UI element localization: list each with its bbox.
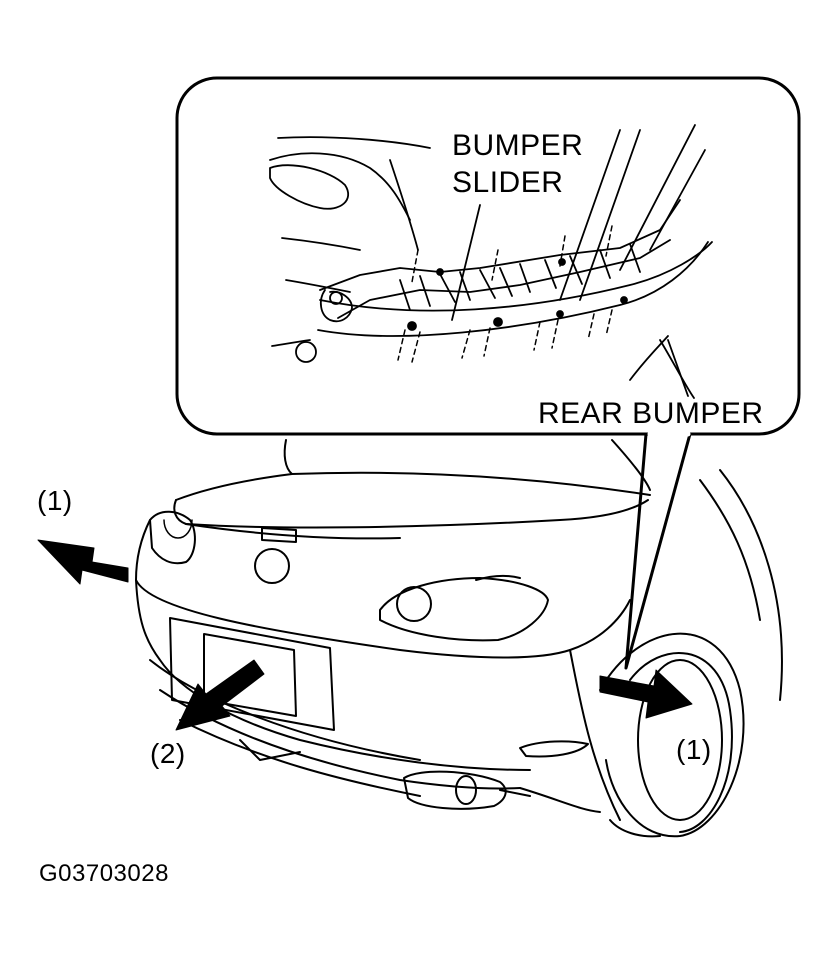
detail-bumper-slider-drawing xyxy=(269,124,713,399)
car-rear-drawing xyxy=(135,439,783,838)
bumper-slider-label-line1: BUMPER xyxy=(452,129,584,162)
step-label-right: (1) xyxy=(676,734,712,765)
arrow-down-pull xyxy=(175,659,265,731)
arrow-right-pull xyxy=(599,669,693,719)
figure-code: G03703028 xyxy=(39,860,169,887)
detail-callout xyxy=(175,76,801,670)
bumper-slider-label-line2: SLIDER xyxy=(452,166,564,199)
callout-pointer xyxy=(624,432,692,670)
rear-bumper-leader xyxy=(667,339,689,397)
bumper-slider-leader xyxy=(451,204,481,321)
arrow-left-pull xyxy=(37,539,129,585)
step-label-left: (1) xyxy=(37,485,73,516)
callout-frame xyxy=(175,76,801,436)
rear-bumper-label: REAR BUMPER xyxy=(538,397,764,430)
step-label-down: (2) xyxy=(150,738,186,769)
